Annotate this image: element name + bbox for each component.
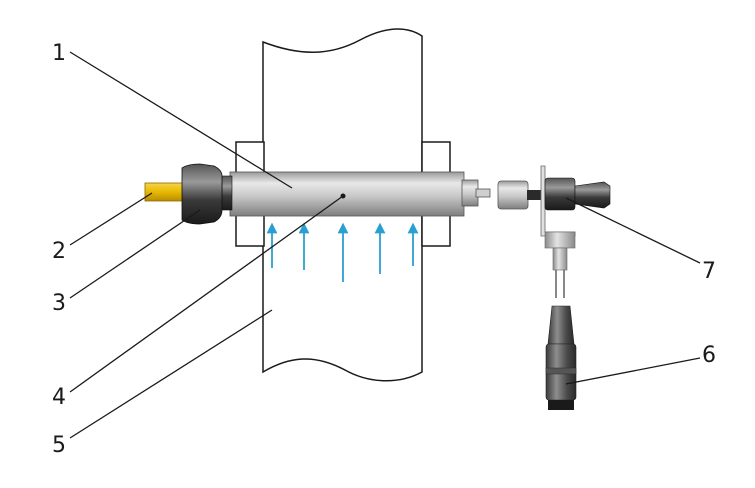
probe-tube (229, 171, 465, 217)
handheld-probe-band (545, 367, 577, 375)
leader-line-6 (565, 357, 701, 385)
handheld-probe-end (548, 400, 574, 410)
callout-label-1: 1 (52, 41, 66, 66)
leader-line-5 (69, 309, 273, 439)
coupling-link (527, 190, 541, 200)
callout-label-7: 7 (702, 259, 716, 284)
flow-arrows (266, 222, 419, 282)
leader-line-1 (69, 51, 293, 189)
cap-neck (221, 175, 233, 211)
black-connector-body (544, 177, 576, 211)
callout-label-6: 6 (702, 343, 716, 368)
mounting-stem (552, 247, 568, 271)
callout-label-2: 2 (52, 239, 66, 264)
mounting-nut (544, 231, 576, 249)
callout-label-4: 4 (52, 385, 66, 410)
leader-line-7 (565, 197, 701, 264)
probe-tube-pin (475, 188, 491, 198)
callout-label-5: 5 (52, 433, 66, 458)
yellow-connector (144, 182, 184, 202)
handheld-probe-tip (547, 305, 575, 345)
leader-line-3 (69, 209, 201, 299)
leader-lines (69, 51, 701, 439)
black-cap (181, 163, 223, 225)
callout-label-3: 3 (52, 291, 66, 316)
connector-end-cap (574, 181, 611, 209)
leader-line-4 (69, 195, 344, 393)
coupling-sleeve (497, 180, 529, 210)
leader-line-2 (69, 192, 153, 246)
